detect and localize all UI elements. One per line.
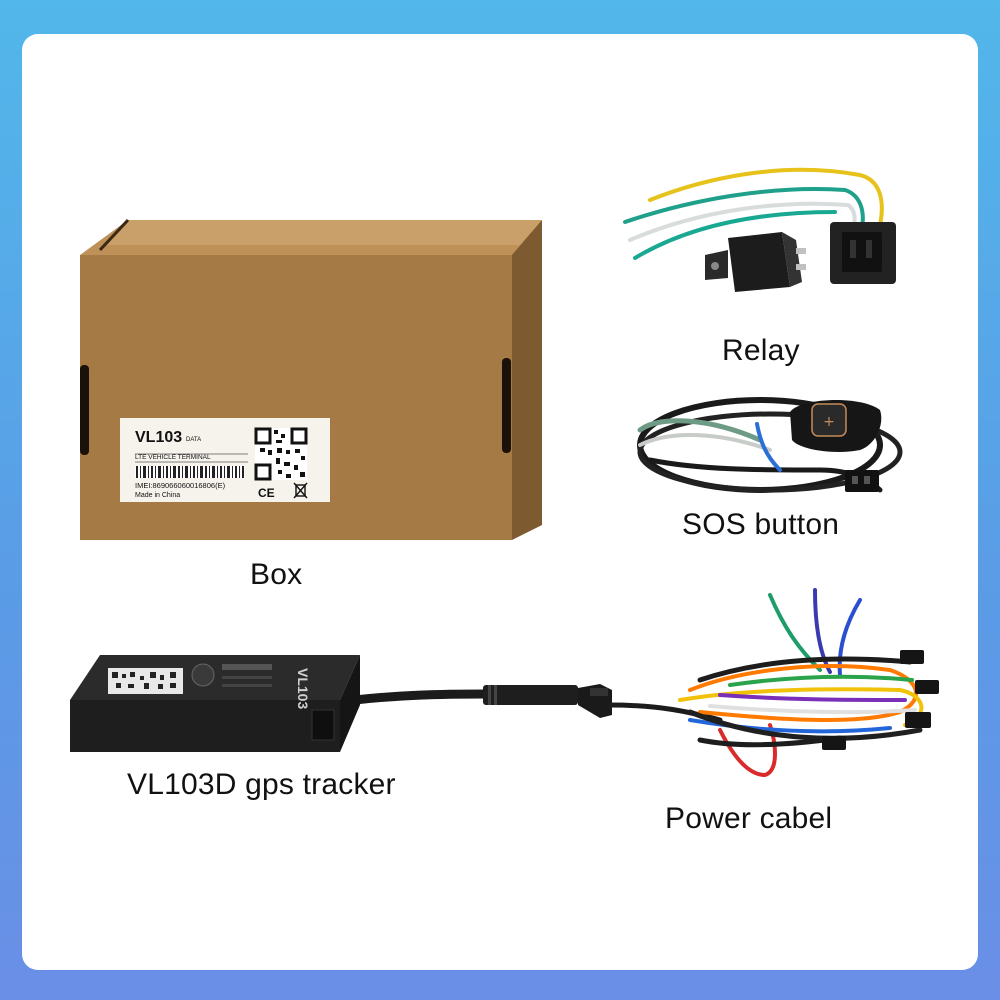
sos-caption: SOS button — [682, 508, 840, 541]
box-label-imei: IMEI:869066060016806(E) — [135, 481, 226, 490]
tracker-side-slot — [311, 709, 335, 741]
tracker-connector — [483, 684, 612, 718]
power-caption: Power cabel — [665, 802, 833, 835]
box-label-model: VL103 — [135, 429, 182, 446]
barcode-icon — [135, 466, 245, 478]
svg-text:+: + — [823, 414, 835, 430]
power-green-wire — [768, 593, 822, 672]
box-handle-left — [80, 365, 89, 455]
sos-blue-tie — [755, 422, 782, 472]
power-connectors — [822, 650, 939, 750]
tracker-model-text: VL103 — [295, 668, 311, 709]
tracker-cable — [354, 689, 486, 705]
relay-socket — [830, 222, 896, 284]
qr-code-icon — [254, 427, 308, 481]
sos-press-icon — [811, 403, 847, 437]
relay-white-wire — [628, 201, 857, 242]
box-side-face — [512, 220, 542, 540]
box-caption: Box — [250, 558, 303, 591]
sos-connector — [845, 470, 879, 492]
power-blue-wire — [688, 718, 892, 734]
relay-body — [705, 232, 806, 292]
box-top-flap — [105, 220, 542, 245]
relay-green-wire — [623, 187, 865, 230]
box-handle-right — [502, 358, 511, 453]
sos-button-body: + — [790, 400, 882, 452]
weee-bin-icon — [293, 482, 308, 499]
tracker-caption: VL103D gps tracker — [127, 768, 396, 801]
box-label-model-suffix: DATA — [186, 437, 201, 443]
ce-mark: CE — [258, 486, 275, 500]
box-label-type: LTE VEHICLE TERMINAL — [135, 454, 211, 461]
tracker-led-icon — [191, 663, 215, 687]
box-label-origin: Made in China — [135, 492, 180, 499]
relay-caption: Relay — [722, 334, 800, 367]
relay-yellow-wire — [648, 167, 884, 227]
tracker-body — [70, 655, 360, 752]
relay-green-wire-2 — [633, 210, 837, 260]
